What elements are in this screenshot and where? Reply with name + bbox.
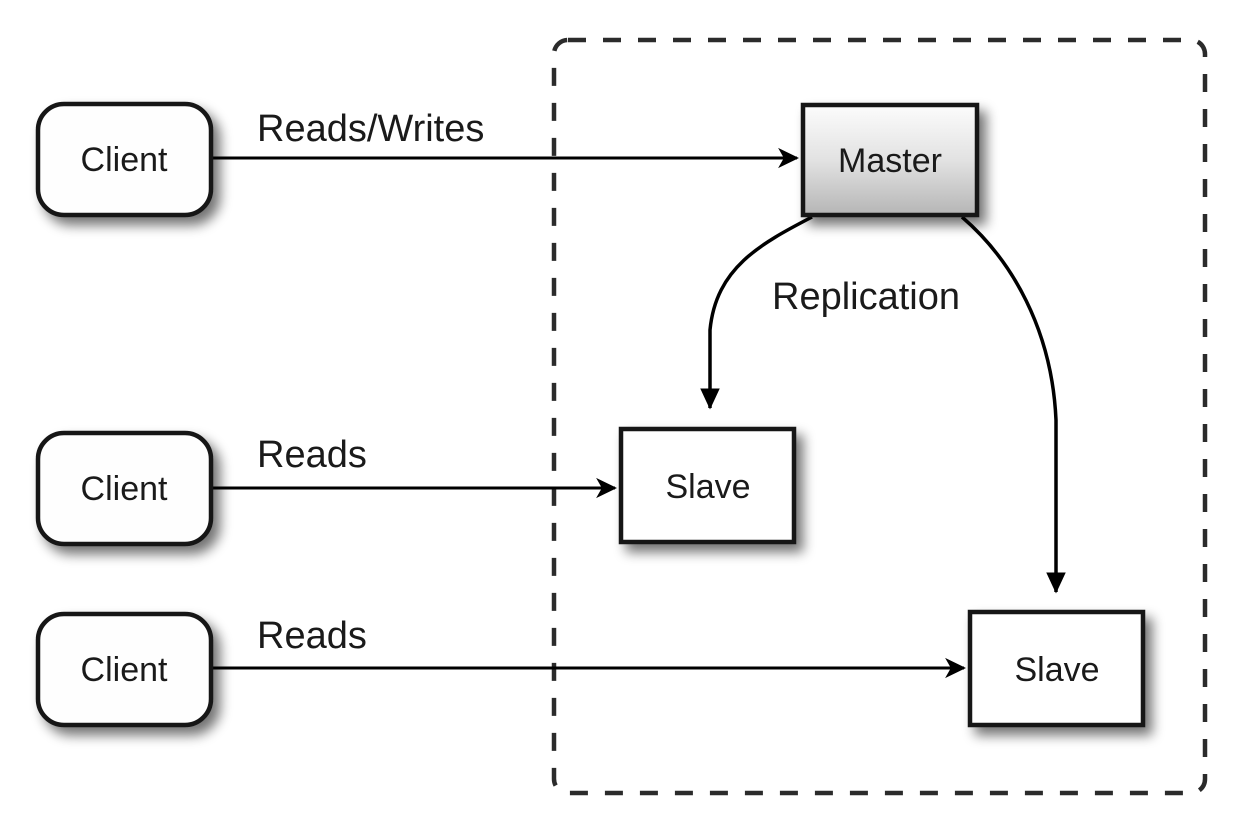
node-client-1[interactable] [35, 101, 214, 218]
node-client-3[interactable] [35, 611, 214, 728]
edge-curve-replication-left [700, 215, 813, 410]
node-master[interactable] [800, 102, 980, 218]
edge-label-reads-2: Reads [257, 615, 367, 657]
edge-label-reads-1: Reads [257, 434, 367, 476]
edge-master-slave1 [700, 215, 813, 410]
edge-master-slave2 [960, 215, 1066, 594]
client-1-label: Client [81, 141, 168, 179]
node-client-2[interactable] [35, 430, 214, 547]
slave-2-label: Slave [1014, 651, 1099, 689]
edge-curve-replication-right [960, 215, 1066, 594]
client-2-label: Client [81, 470, 168, 508]
node-slave-2[interactable] [967, 609, 1146, 728]
client-2-box[interactable] [35, 430, 214, 547]
client-1-box[interactable] [35, 101, 214, 218]
client-3-label: Client [81, 651, 168, 689]
node-slave-1[interactable] [618, 426, 797, 545]
edge-label-replication: Replication [772, 276, 960, 318]
master-label: Master [838, 142, 942, 180]
client-3-box[interactable] [35, 611, 214, 728]
slave-2-box[interactable] [967, 609, 1146, 728]
master-box[interactable] [800, 102, 980, 218]
slave-1-label: Slave [665, 468, 750, 506]
slave-1-box[interactable] [618, 426, 797, 545]
edge-label-reads-writes: Reads/Writes [257, 108, 484, 150]
